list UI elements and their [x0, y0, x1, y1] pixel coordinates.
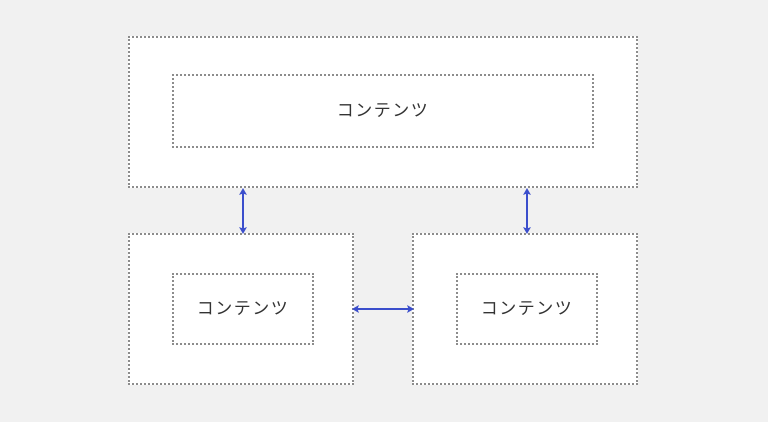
- bottom-left-region-inner-box: コンテンツ: [172, 273, 314, 345]
- top-region-inner-label: コンテンツ: [336, 100, 430, 121]
- bottom-right-region-inner-box: コンテンツ: [456, 273, 598, 345]
- vertical-left-connector-arrow-icon: [239, 188, 247, 234]
- arrowhead-left-icon: [352, 305, 359, 313]
- bottom-left-region-inner-label: コンテンツ: [196, 298, 290, 319]
- bottom-right-region-inner-label: コンテンツ: [480, 298, 574, 319]
- horizontal-middle-connector-arrow-icon: [352, 305, 414, 313]
- vertical-right-connector-arrow-icon: [523, 188, 531, 234]
- arrowhead-down-icon: [239, 227, 247, 234]
- arrowhead-up-icon: [523, 188, 531, 195]
- top-region-inner-box: コンテンツ: [172, 74, 594, 148]
- arrowhead-up-icon: [239, 188, 247, 195]
- arrowhead-right-icon: [407, 305, 414, 313]
- arrowhead-down-icon: [523, 227, 531, 234]
